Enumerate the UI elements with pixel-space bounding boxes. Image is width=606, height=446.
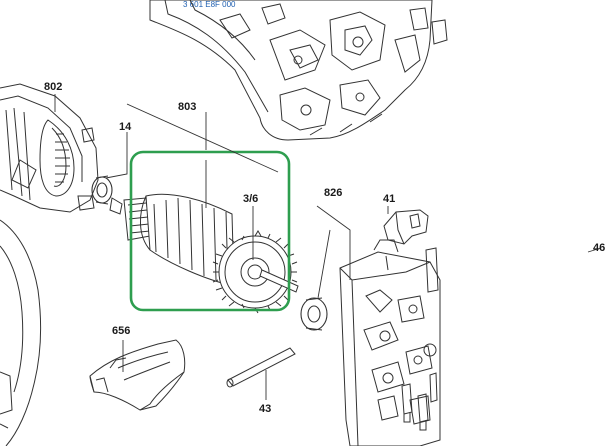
label-803: 803 [178, 101, 196, 113]
air-guide-656 [89, 339, 186, 411]
label-41: 41 [383, 193, 395, 205]
armature-3-6 [123, 193, 299, 314]
field-housing-802 [0, 83, 99, 213]
label-3-6: 3/6 [243, 193, 258, 205]
switch-housing [339, 239, 441, 446]
label-802: 802 [44, 81, 62, 93]
label-46: 46 [593, 242, 605, 254]
small-screws [401, 383, 429, 431]
label-826: 826 [324, 187, 342, 199]
clip-part-top-right [431, 19, 448, 45]
gear-housing [149, 0, 433, 141]
armature-highlight-box [129, 150, 291, 312]
right-edge-parts [423, 247, 439, 403]
bearing-14 [91, 175, 113, 205]
label-656: 656 [112, 325, 130, 337]
bearing-826 [300, 297, 328, 331]
shaft-tip-left [109, 197, 123, 215]
pin-43 [226, 347, 296, 388]
header-code: 3 601 E8F 000 [183, 0, 236, 9]
motor-housing-shell [0, 219, 42, 446]
leader-lines [54, 94, 602, 400]
label-43: 43 [259, 403, 271, 415]
switch-clip-41 [383, 209, 429, 245]
label-14: 14 [119, 121, 132, 133]
